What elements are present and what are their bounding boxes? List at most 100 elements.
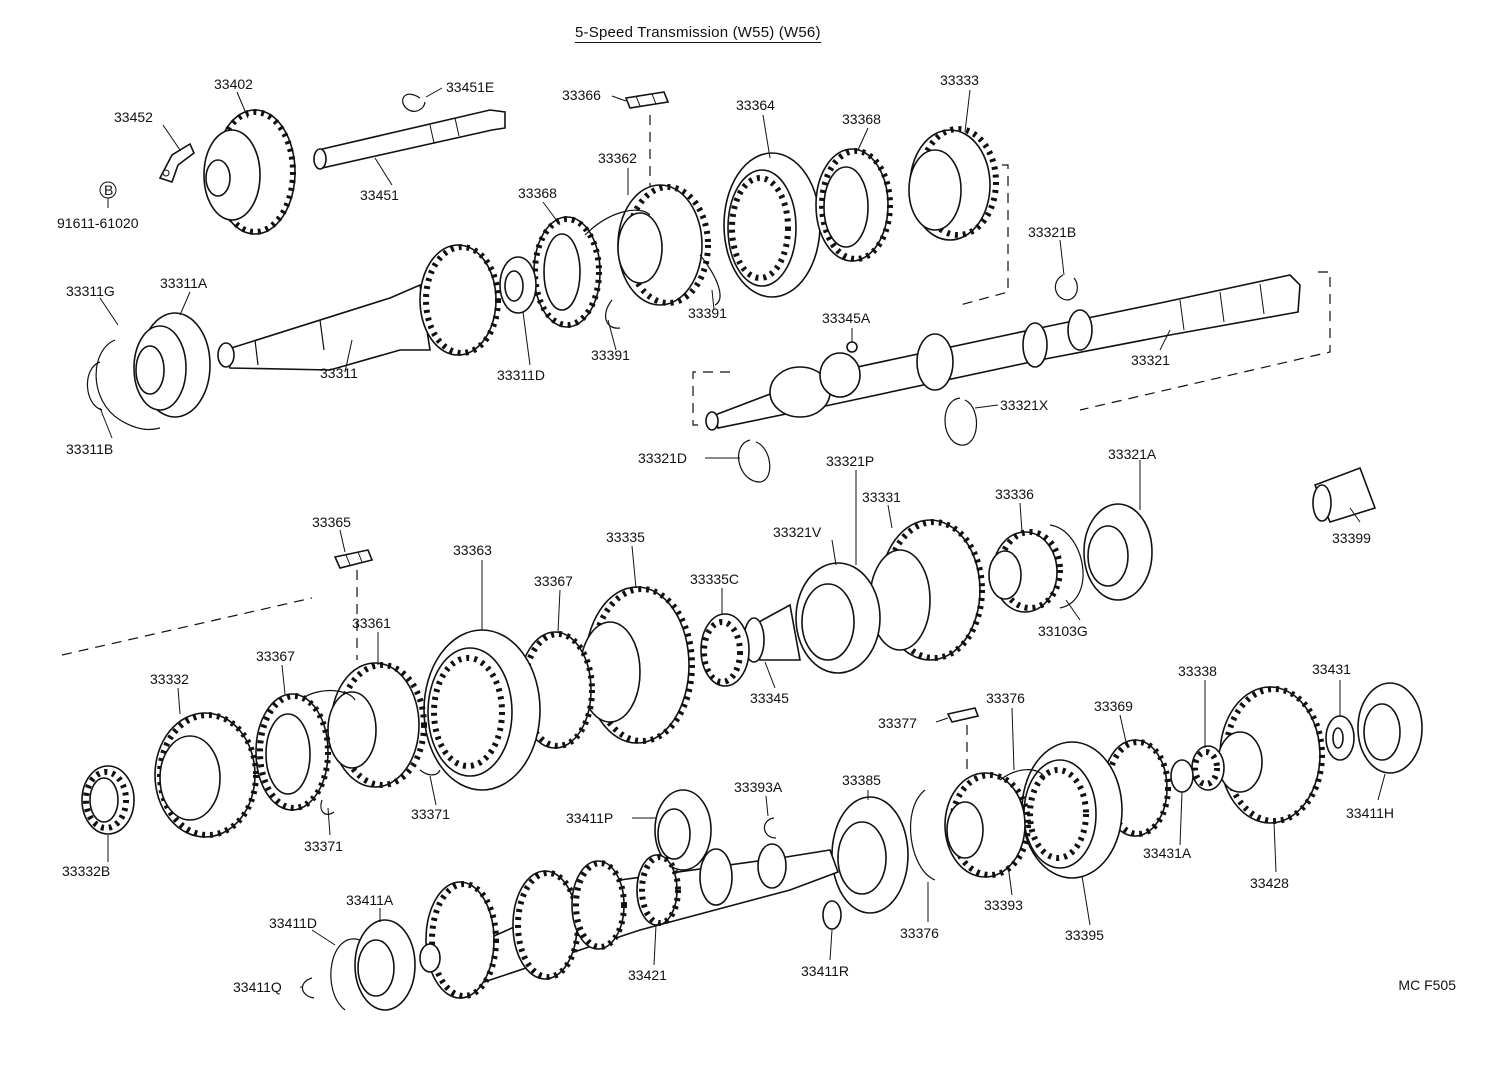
part-33321-main-shaft: [705, 274, 1301, 431]
label-33321X: 33321X: [1000, 397, 1049, 413]
part-33431-washer: [1325, 715, 1355, 761]
label-33369: 33369: [1094, 698, 1133, 714]
part-33332-gear: [154, 712, 259, 838]
part-33368-ring-upper-left: [532, 216, 602, 328]
label-33332: 33332: [150, 671, 189, 687]
dashed-reference-lines: [61, 115, 1331, 775]
part-33311D-bearing: [499, 256, 537, 314]
label-91611-61020: 91611-61020: [57, 215, 139, 231]
label-33311: 33311: [320, 365, 358, 381]
part-33362-hub: [617, 184, 711, 306]
part-33336-gear: [988, 529, 1063, 613]
label-33376-lower: 33376: [900, 925, 939, 941]
part-33411D-snap-ring: [330, 938, 361, 1011]
label-33336: 33336: [995, 486, 1034, 502]
label-33368-upper-right: 33368: [842, 111, 881, 127]
label-33103G: 33103G: [1038, 623, 1088, 639]
label-33321: 33321: [1131, 352, 1170, 368]
label-33371-left: 33371: [304, 838, 343, 854]
label-33421: 33421: [628, 967, 667, 983]
part-33311G-snap-ring: [95, 339, 161, 431]
part-33321A-bearing: [1083, 503, 1153, 601]
bolt-mark-label: B: [104, 182, 113, 198]
label-33391-lower: 33391: [591, 347, 630, 363]
part-33393-hub: [944, 772, 1031, 878]
label-33345: 33345: [750, 690, 789, 706]
label-33311B: 33311B: [66, 441, 113, 457]
label-33362: 33362: [598, 150, 637, 166]
part-33451-shaft: [313, 109, 506, 170]
label-33321V: 33321V: [773, 524, 822, 540]
part-33395-sleeve: [1021, 741, 1123, 879]
label-33365: 33365: [312, 514, 351, 530]
part-33332B-bearing: [81, 765, 135, 835]
part-33376-spring: [910, 769, 1046, 881]
part-33311-input-gear: [419, 244, 501, 356]
part-33321X-snap-ring: [944, 397, 978, 446]
part-33411R-ring: [822, 900, 842, 930]
part-33428-gear: [1217, 686, 1325, 824]
part-33402-gear: [203, 109, 296, 235]
part-33421-counter-gear: [419, 843, 840, 999]
label-33338: 33338: [1178, 663, 1217, 679]
part-33361-hub: [327, 662, 427, 788]
leader-lines: [99, 87, 1386, 988]
label-33332B: 33332B: [62, 863, 110, 879]
diagram-title: 5-Speed Transmission (W55) (W56): [575, 24, 821, 43]
label-33371-right: 33371: [411, 806, 450, 822]
label-33411P: 33411P: [566, 810, 613, 826]
label-33364: 33364: [736, 97, 775, 113]
part-33345A-ball: [846, 341, 858, 353]
label-33311A: 33311A: [160, 275, 208, 291]
label-33391-upper: 33391: [688, 305, 727, 321]
label-33428: 33428: [1250, 875, 1289, 891]
label-33411R: 33411R: [801, 963, 849, 979]
diagram-code: MC F505: [1398, 977, 1456, 993]
label-33411H: 33411H: [1346, 805, 1394, 821]
label-33321A: 33321A: [1108, 446, 1157, 462]
label-33366: 33366: [562, 87, 601, 103]
label-33402: 33402: [214, 76, 253, 92]
part-33335-gear: [579, 586, 695, 744]
label-33367-upper: 33367: [534, 573, 573, 589]
part-33391-spring-upper: [584, 209, 721, 329]
label-33431: 33431: [1312, 661, 1351, 677]
part-33338-bearing: [1191, 745, 1225, 791]
label-33431A: 33431A: [1143, 845, 1192, 861]
part-33411Q-ring: [301, 977, 315, 999]
part-33451E-snap-ring: [402, 93, 426, 112]
label-33385: 33385: [842, 772, 881, 788]
part-33364-sleeve: [723, 152, 821, 298]
label-33399: 33399: [1332, 530, 1371, 546]
part-33377-key: [946, 707, 980, 723]
label-33361: 33361: [352, 615, 391, 631]
label-33452: 33452: [114, 109, 153, 125]
part-33411A-bearing: [354, 919, 416, 1011]
label-33377: 33377: [878, 715, 917, 731]
part-33331-gear: [869, 519, 985, 661]
part-33393A-ring: [763, 817, 777, 839]
label-33451E: 33451E: [446, 79, 494, 95]
label-33331: 33331: [862, 489, 901, 505]
label-33411Q: 33411Q: [233, 979, 282, 995]
label-33363: 33363: [453, 542, 492, 558]
part-33411H-bearing: [1357, 682, 1423, 774]
label-33335C: 33335C: [690, 571, 739, 587]
part-33333-gear: [908, 126, 999, 241]
label-33368-upper-left: 33368: [518, 185, 557, 201]
part-33321D-snap-ring: [738, 439, 771, 483]
part-33385-washer: [831, 796, 909, 914]
label-33321D: 33321D: [638, 450, 687, 466]
label-33321P: 33321P: [826, 453, 874, 469]
part-33363-sleeve: [423, 629, 541, 791]
part-33411P-bearing: [654, 789, 712, 871]
part-labels: 33402 33452 33451E 33451 91611-61020 333…: [57, 72, 1394, 995]
label-33411D: 33411D: [269, 915, 317, 931]
part-33366-key: [624, 91, 670, 109]
label-33376-upper: 33376: [986, 690, 1025, 706]
label-33311G: 33311G: [66, 283, 115, 299]
part-33345-collar: [743, 603, 801, 663]
label-33311D: 33311D: [497, 367, 545, 383]
label-33335: 33335: [606, 529, 645, 545]
